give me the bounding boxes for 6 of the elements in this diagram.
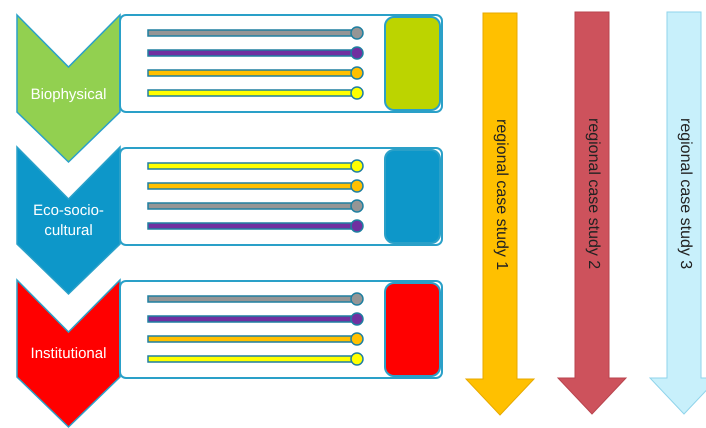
category-label: Eco-socio-cultural: [32, 201, 105, 241]
arrow-label: regional case study 3: [676, 118, 694, 270]
arrow-label: regional case study 2: [584, 118, 602, 270]
category-label: Biophysical: [30, 85, 108, 105]
arrow-label: regional case study 1: [492, 119, 510, 270]
category-label: Institutional: [30, 344, 108, 364]
